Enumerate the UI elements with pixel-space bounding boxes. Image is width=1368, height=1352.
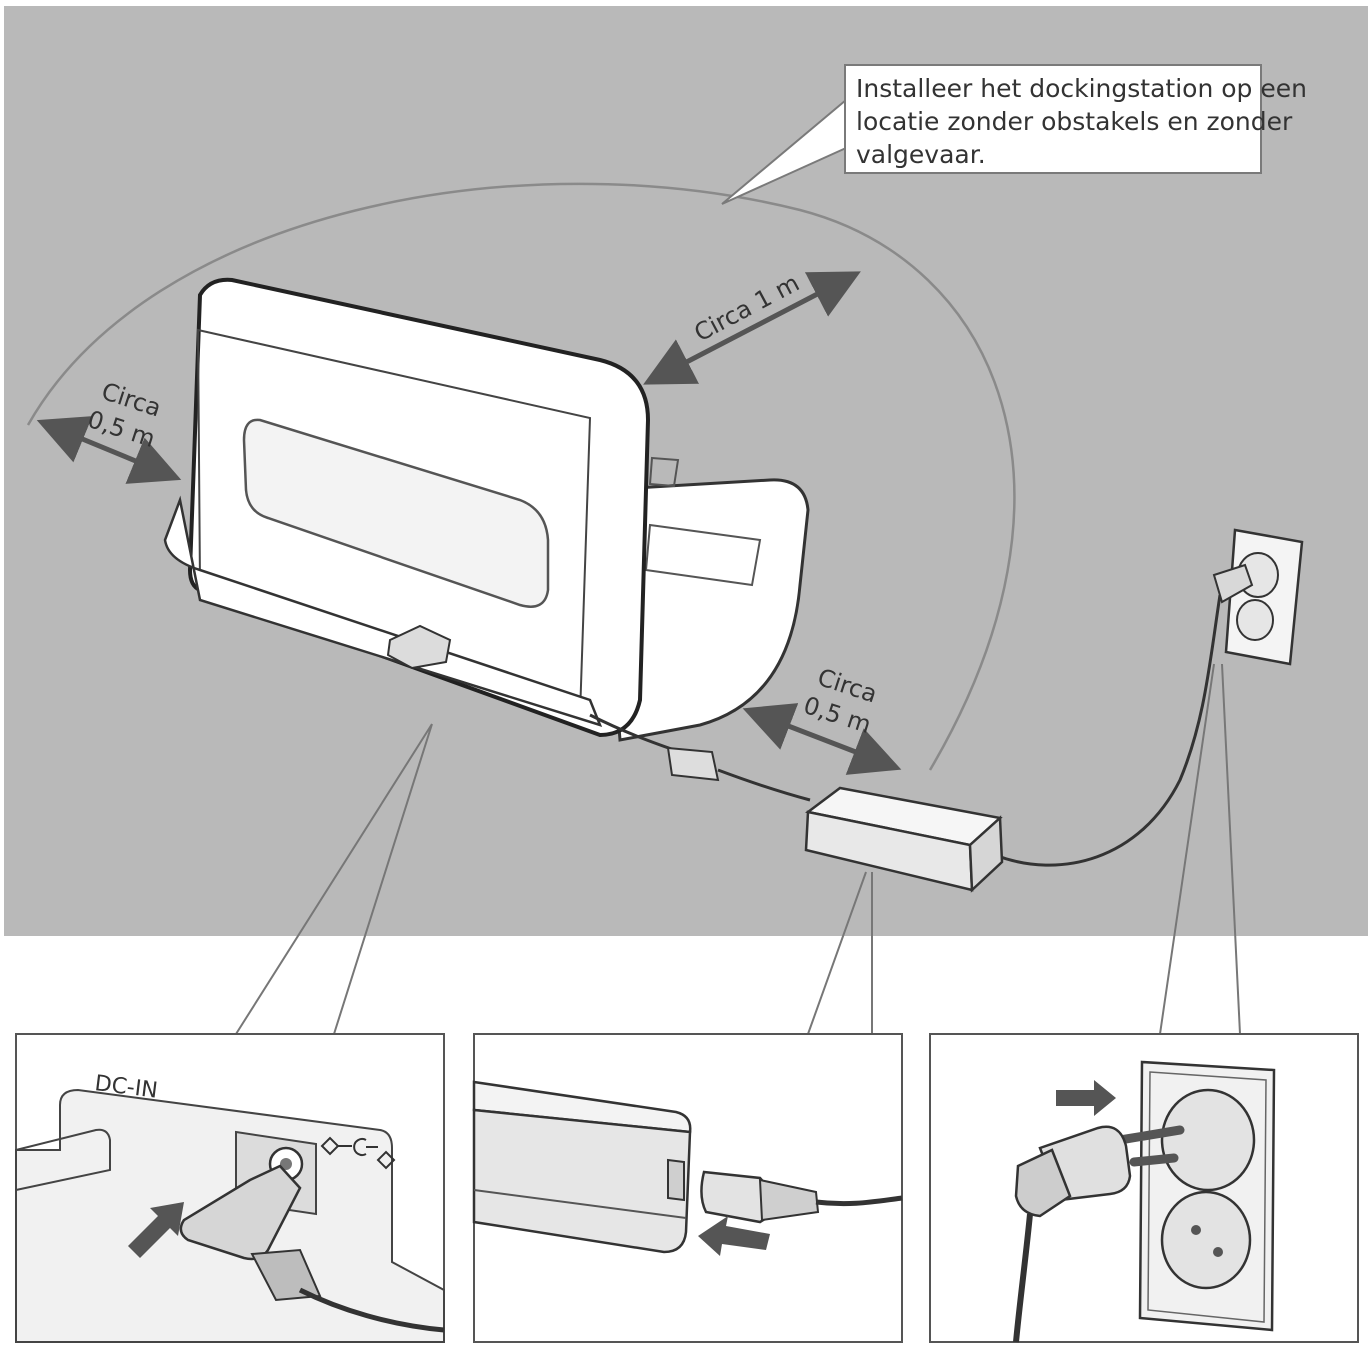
adapter-side — [968, 815, 1004, 893]
dc-panel-ledge — [15, 1128, 111, 1191]
adapter-zoom-seam — [473, 1189, 687, 1219]
dc-plug-strain-relief — [250, 1248, 322, 1302]
adapter-insert-arrow — [698, 1216, 770, 1256]
socket-hole-2 — [1213, 1247, 1223, 1257]
dock-floor-base — [163, 495, 603, 727]
ac-connector-cable — [815, 1195, 903, 1207]
callout-line-1: Installeer het dockingstation op een — [856, 74, 1307, 103]
dock-top-button — [648, 456, 680, 488]
zoom-lines-socket — [1159, 663, 1241, 1035]
dc-cable-2 — [717, 768, 811, 802]
dc-plug-connector — [179, 1164, 302, 1261]
polarity-symbol — [320, 1136, 396, 1170]
clearance-arc — [26, 182, 1016, 771]
adapter-inlet — [667, 1158, 685, 1202]
plug-insert-arrow — [1056, 1080, 1116, 1116]
dock-front-window — [242, 418, 550, 608]
ferrite-core — [666, 746, 720, 782]
detail-dc-in-panel: DC-IN — [15, 1033, 445, 1343]
distance-back-arrow — [643, 271, 861, 385]
callout-line-2: locatie zonder obstakels en zonder — [856, 107, 1293, 136]
callout-box: Installeer het dockingstation op een loc… — [844, 64, 1307, 174]
zoom-lines-dc — [235, 723, 433, 1035]
power-adapter — [804, 786, 1004, 893]
wall-socket — [1212, 528, 1304, 666]
detail-socket-panel — [929, 1033, 1359, 1343]
socket-zoom-plate-inner — [1147, 1071, 1267, 1323]
mains-plug-cable — [1013, 1213, 1033, 1343]
socket-plug — [1212, 563, 1254, 604]
socket-lower-outlet — [1236, 599, 1274, 641]
adapter-zoom-front — [472, 1108, 692, 1254]
socket-hole-1 — [1191, 1225, 1201, 1235]
dc-jack-pin — [280, 1158, 292, 1170]
dock-dc-plug — [386, 624, 452, 670]
socket-zoom-upper-outlet — [1160, 1088, 1256, 1192]
dock-base-slot — [644, 523, 762, 587]
dock-side-base — [598, 478, 810, 742]
distance-left-arrow — [36, 416, 182, 484]
ac-connector-grip — [758, 1178, 820, 1222]
socket-zoom-lower-outlet — [1160, 1190, 1252, 1290]
docking-station — [163, 277, 810, 742]
distance-right-arrow — [742, 703, 902, 775]
ac-cable — [994, 594, 1222, 867]
mains-plug-grip — [1014, 1148, 1072, 1218]
dc-insert-arrow — [128, 1202, 184, 1258]
zoom-lines-adapter — [807, 871, 873, 1035]
plug-pins — [1115, 1125, 1185, 1167]
dc-plug-cable — [298, 1287, 445, 1333]
callout-line-3: valgevaar. — [856, 140, 986, 169]
detail-adapter-panel — [472, 1033, 903, 1343]
